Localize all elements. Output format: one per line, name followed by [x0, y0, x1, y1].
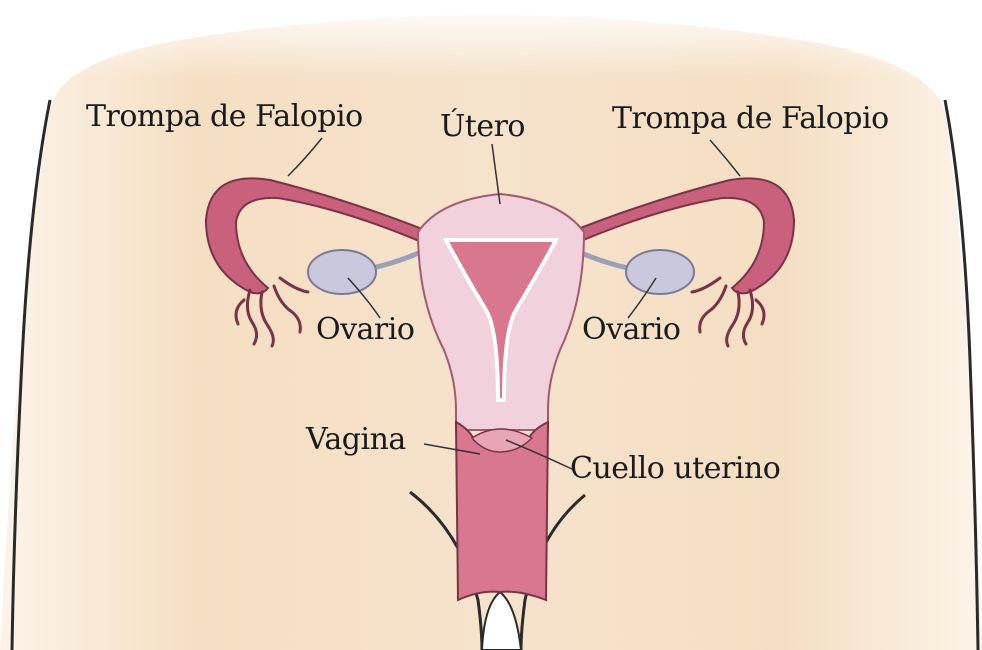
label-fallopian-tube-right: Trompa de Falopio	[612, 104, 889, 134]
ovary-right-shape	[626, 250, 694, 294]
label-uterus: Útero	[440, 112, 525, 142]
ovary-left-shape	[308, 250, 376, 294]
label-ovary-right: Ovario	[582, 315, 680, 345]
label-vagina: Vagina	[306, 425, 406, 455]
label-cervix: Cuello uterino	[570, 454, 780, 484]
label-ovary-left: Ovario	[316, 315, 414, 345]
label-fallopian-tube-left: Trompa de Falopio	[86, 102, 363, 132]
